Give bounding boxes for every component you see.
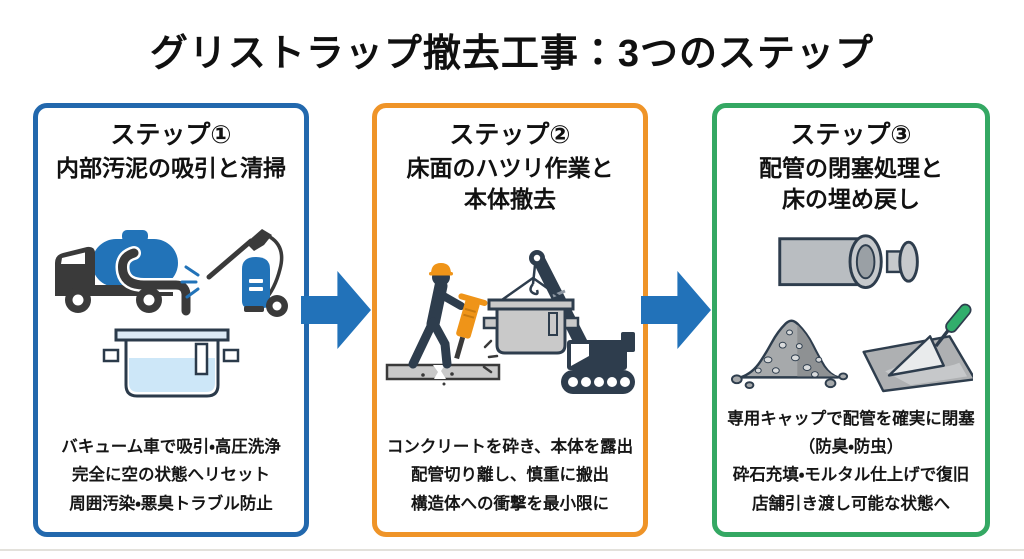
jackhammer-worker-icon [385, 262, 501, 386]
step-2-body-line-1: コンクリートを砕き、本体を露出 [386, 437, 634, 456]
mortar-trowel-icon [862, 303, 973, 392]
step-3-label: ステップ③ [790, 121, 912, 149]
step-3-illustration-svg [730, 234, 973, 392]
gravel-pile-icon [730, 319, 849, 389]
step-2-panel: ステップ② 床面のハツリ作業と 本体撤去 [372, 103, 648, 537]
step-3-title-line-2: 床の埋め戻し [782, 185, 920, 212]
step-2-title-line-1: 床面のハツリ作業と [406, 154, 614, 181]
step-1-illustration [41, 184, 301, 433]
step-3-panel: ステップ③ 配管の閉塞処理と 床の埋め戻し [712, 103, 990, 537]
step-3-body-line-2: （防臭・防虫） [798, 437, 904, 456]
step-3-title-line-1: 配管の閉塞処理と [759, 154, 943, 181]
grease-trap-icon [102, 328, 240, 398]
capped-pipe-icon [778, 234, 919, 289]
step-2-label: ステップ② [449, 121, 571, 149]
step-2-illustration-svg [385, 249, 635, 394]
arrow-right-icon-2 [641, 271, 711, 349]
step-3-body-line-3: 砕石充填・モルタル仕上げで復旧 [732, 466, 970, 485]
page-title: グリストラップ撤去工事：3つのステップ [149, 33, 875, 75]
pressure-washer-icon [180, 228, 288, 317]
arrow-right-icon-1 [301, 271, 371, 349]
step-3-body-line-1: 専用キャップで配管を確実に閉塞 [727, 409, 975, 428]
step-3-body-line-4: 店舗引き渡し可能な状態へ [752, 494, 950, 513]
step-2-illustration [380, 215, 640, 433]
step-2-body-line-3: 構造体への衝撃を最小限に [411, 494, 609, 513]
vacuum-truck-icon [55, 229, 193, 318]
step-1-body-line-1: バキューム車で吸引・高圧洗浄 [61, 437, 281, 456]
step-1-panel: ステップ① 内部汚泥の吸引と清掃 [33, 103, 309, 537]
step-3-illustration [720, 215, 982, 405]
bottom-divider [0, 549, 1024, 551]
step-1-illustration-svg [55, 228, 288, 398]
crane-lifting-icon [482, 249, 635, 394]
step-1-label: ステップ① [110, 121, 232, 149]
step-2-title-line-2: 本体撤去 [464, 185, 556, 212]
step-1-body-line-2: 完全に空の状態へリセット [72, 466, 270, 485]
step-1-body-line-3: 周囲汚染・悪臭トラブル防止 [69, 494, 273, 513]
step-2-body-line-2: 配管切り離し、慎重に搬出 [411, 466, 609, 485]
step-1-title-line-1: 内部汚泥の吸引と清掃 [56, 154, 286, 181]
